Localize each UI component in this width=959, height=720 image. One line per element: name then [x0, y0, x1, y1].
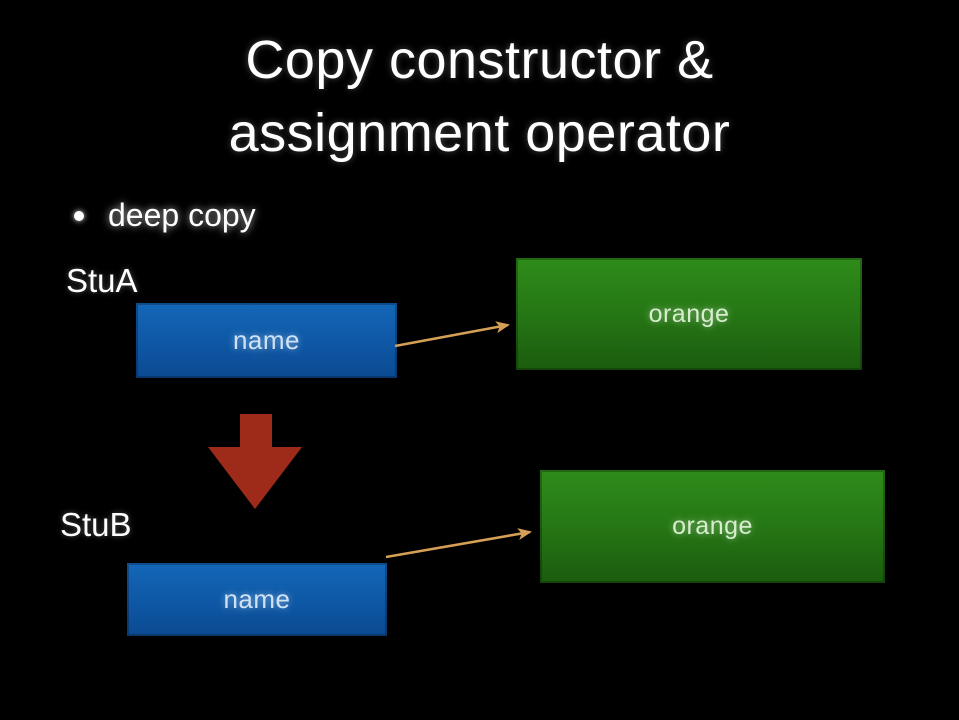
stub-value-box: orange: [540, 470, 885, 583]
title-line-2: assignment operator: [228, 103, 731, 163]
copy-down-arrow-icon: [208, 414, 302, 509]
stua-value-box-label: orange: [648, 299, 730, 328]
title-line-1: Copy constructor &: [245, 30, 714, 90]
stua-name-box-label: name: [232, 325, 301, 355]
pointer-arrow-a-icon: [394, 321, 510, 348]
stub-name-box: name: [127, 563, 387, 636]
bullet-text: deep copy: [108, 197, 256, 233]
stua-value-box: orange: [516, 258, 862, 370]
stub-value-box-label: orange: [672, 512, 753, 540]
stua-name-box: name: [136, 303, 397, 378]
slide-title: Copy constructor & assignment operator: [0, 24, 959, 170]
bullet-marker-icon: [74, 210, 84, 221]
bullet-item-deep-copy: deep copy: [74, 197, 256, 234]
label-stub: StuB: [60, 506, 132, 543]
pointer-arrow-b-icon: [385, 528, 532, 559]
stub-name-box-label: name: [223, 584, 291, 614]
label-stua: StuA: [66, 262, 138, 299]
